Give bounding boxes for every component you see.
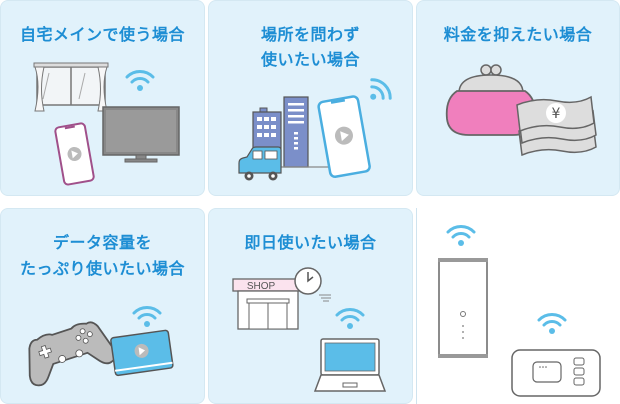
smartphone-icon <box>317 95 371 178</box>
card-title: 即日使いたい場合 <box>244 233 377 252</box>
window-icon <box>33 62 109 112</box>
shop-icon: SHOP <box>232 278 302 330</box>
card-title-line-1: データ容量を <box>52 233 152 252</box>
mobile-router-icon <box>511 349 601 397</box>
yen-banknote-icon: ¥ <box>516 95 597 157</box>
wifi-icon <box>446 225 476 246</box>
clock-icon <box>294 267 331 302</box>
card-large-data[interactable]: データ容量を たっぷり使いたい場合 <box>0 208 205 404</box>
wifi-icon <box>132 306 162 327</box>
wifi-icon <box>537 313 567 334</box>
card-home-use[interactable]: 自宅メインで使う場合 <box>0 0 205 196</box>
car-icon <box>238 146 282 181</box>
play-icon <box>67 146 82 161</box>
card-routers <box>416 208 620 404</box>
home-router-icon <box>438 258 488 358</box>
wifi-icon <box>335 308 365 329</box>
card-title-line-2: たっぷり使いたい場合 <box>19 259 185 278</box>
card-anywhere-use[interactable]: 場所を問わず 使いたい場合 <box>208 0 413 196</box>
tv-icon <box>102 106 180 163</box>
svg-text:¥: ¥ <box>552 106 561 122</box>
coin-purse-icon <box>445 64 537 136</box>
card-save-cost[interactable]: 料金を抑えたい場合 ¥ <box>416 0 620 196</box>
card-title: 料金を抑えたい場合 <box>443 25 593 44</box>
laptop-icon <box>313 338 387 392</box>
card-title-line-2: 使いたい場合 <box>260 50 360 69</box>
card-same-day[interactable]: 即日使いたい場合 SHOP <box>208 208 413 404</box>
tablet-icon <box>110 329 174 377</box>
play-icon <box>134 343 149 358</box>
card-title-line-1: 場所を問わず <box>260 25 360 44</box>
smartphone-icon <box>54 122 95 186</box>
wifi-icon <box>370 78 392 100</box>
wifi-icon <box>125 70 155 91</box>
play-icon <box>334 126 353 145</box>
shop-sign-text: SHOP <box>247 281 276 292</box>
card-title: 自宅メインで使う場合 <box>19 25 185 44</box>
game-controller-icon <box>28 321 117 387</box>
